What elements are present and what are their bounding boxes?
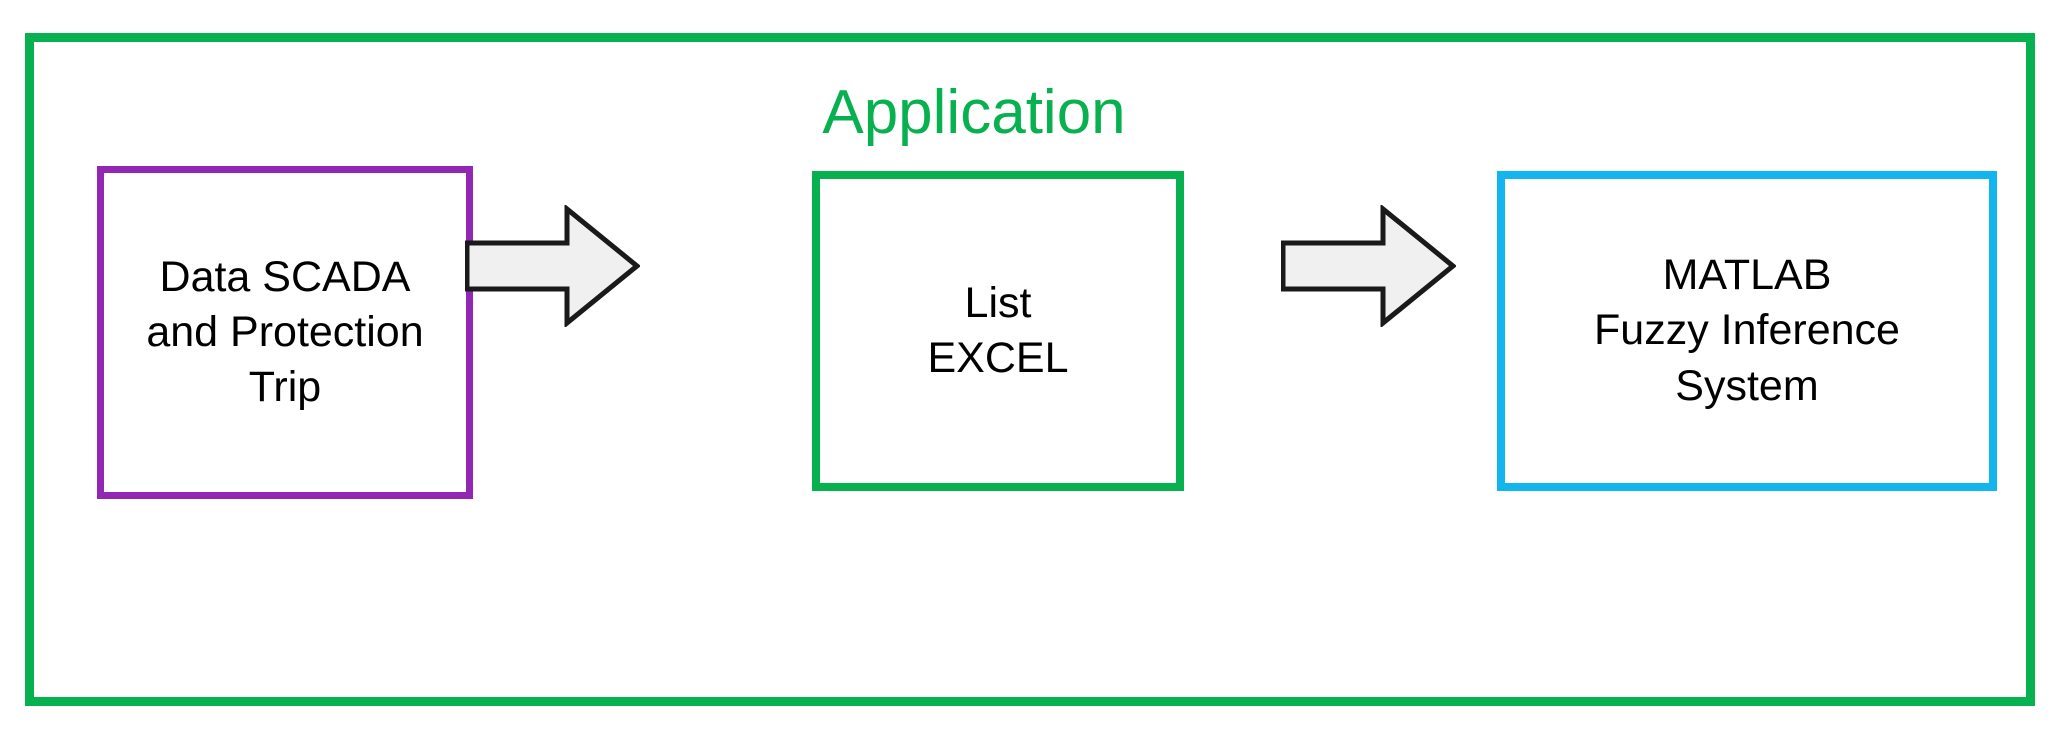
node-label: Data SCADA and Protection Trip bbox=[146, 252, 424, 412]
arrow-right-icon bbox=[464, 203, 641, 329]
diagram-title: Application bbox=[822, 78, 1126, 147]
arrow-right-icon-excel-to-matlab bbox=[1280, 203, 1457, 329]
arrow-right-icon-scada-to-excel bbox=[464, 203, 641, 329]
node-data-scada-protection-trip[interactable]: Data SCADA and Protection Trip bbox=[97, 166, 473, 499]
application-frame: Application Data SCADA and Protection Tr… bbox=[25, 33, 2035, 706]
node-matlab-fuzzy-inference-system[interactable]: MATLAB Fuzzy Inference System bbox=[1497, 171, 1997, 491]
node-list-excel[interactable]: List EXCEL bbox=[812, 171, 1184, 491]
node-label: MATLAB Fuzzy Inference System bbox=[1594, 251, 1900, 410]
arrow-right-icon bbox=[1280, 203, 1457, 329]
node-label: List EXCEL bbox=[927, 278, 1069, 382]
